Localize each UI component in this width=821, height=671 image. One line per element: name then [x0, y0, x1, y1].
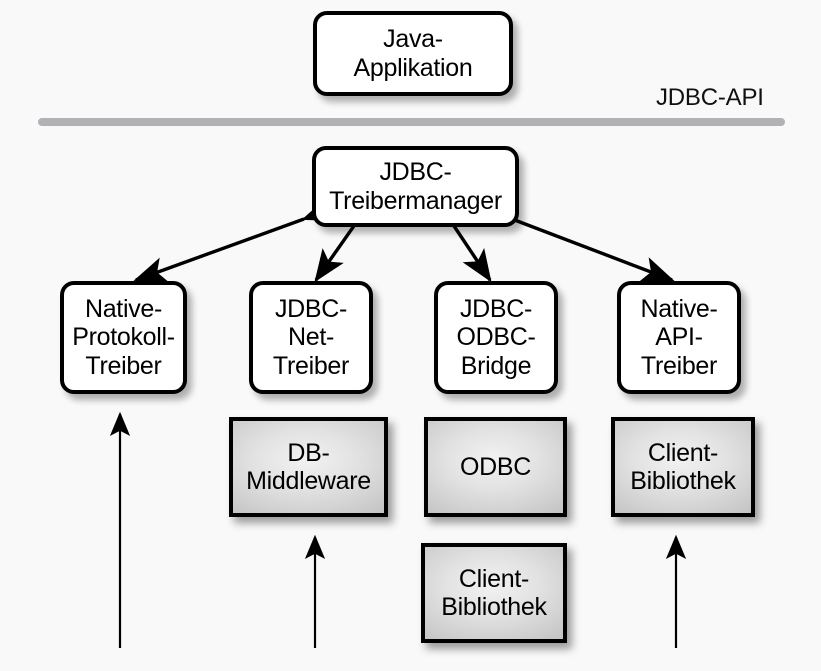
node-native-api-treiber-text: Native- API- Treiber	[621, 295, 737, 381]
edge-manager-jdbc-odbc	[424, 190, 492, 283]
line-1: JDBC-	[274, 294, 348, 323]
node-jdbc-treibermanager-text: JDBC- Treibermanager	[316, 158, 515, 215]
line-1: JDBC-	[379, 158, 452, 186]
line-1: Client-	[458, 564, 530, 593]
edge-manager-native-protocol	[133, 196, 337, 282]
node-java-application[interactable]: Java- Applikation	[313, 11, 513, 96]
jdbc-api-separator-bar	[38, 118, 785, 126]
node-jdbc-net-treiber-text: JDBC- Net- Treiber	[253, 295, 369, 381]
box-client-bibliothek-odbc[interactable]: Client- Bibliothek	[421, 543, 567, 643]
line-2: ODBC-	[456, 323, 536, 352]
box-client-bibliothek-odbc-text: Client- Bibliothek	[425, 565, 563, 622]
line-2: Middleware	[246, 467, 371, 495]
node-jdbc-treibermanager[interactable]: JDBC- Treibermanager	[312, 146, 519, 227]
line-3: Treiber	[640, 351, 718, 380]
line-3: Treiber	[85, 351, 162, 380]
line-2: Bibliothek	[630, 467, 736, 495]
line-2: Treibermanager	[329, 186, 502, 215]
node-jdbc-odbc-bridge-text: JDBC- ODBC- Bridge	[438, 295, 554, 381]
line-3: Treiber	[272, 351, 350, 380]
box-db-middleware[interactable]: DB- Middleware	[229, 417, 388, 517]
node-native-protokoll-treiber[interactable]: Native- Protokoll- Treiber	[60, 281, 187, 394]
node-native-api-treiber[interactable]: Native- API- Treiber	[617, 281, 741, 394]
box-client-bibliothek-right-text: Client- Bibliothek	[615, 439, 751, 496]
box-odbc-text: ODBC	[428, 453, 563, 482]
line-2: Applikation	[353, 53, 473, 82]
node-jdbc-odbc-bridge[interactable]: JDBC- ODBC- Bridge	[434, 281, 558, 394]
line-1: Java-	[383, 25, 443, 53]
line-1: Client-	[647, 438, 719, 467]
node-java-application-text: Java- Applikation	[317, 25, 509, 82]
line-2: Net-	[287, 323, 335, 352]
line-2: Bibliothek	[441, 593, 547, 621]
box-db-middleware-text: DB- Middleware	[233, 439, 384, 496]
line-1: ODBC	[459, 452, 532, 481]
line-2: Protokoll-	[72, 323, 175, 352]
line-1: DB-	[287, 438, 330, 467]
box-client-bibliothek-right[interactable]: Client- Bibliothek	[611, 417, 755, 517]
box-odbc[interactable]: ODBC	[424, 417, 567, 517]
line-3: Bridge	[460, 351, 532, 380]
line-2: API-	[655, 323, 703, 352]
edge-manager-native-api	[479, 196, 675, 282]
node-native-protokoll-treiber-text: Native- Protokoll- Treiber	[64, 295, 183, 381]
jdbc-api-label: JDBC-API	[656, 84, 764, 111]
node-jdbc-net-treiber[interactable]: JDBC- Net- Treiber	[249, 281, 373, 394]
line-1: Native-	[84, 294, 163, 323]
edge-manager-jdbc-net	[314, 191, 384, 283]
line-1: Native-	[640, 294, 718, 323]
line-1: JDBC-	[459, 294, 533, 323]
